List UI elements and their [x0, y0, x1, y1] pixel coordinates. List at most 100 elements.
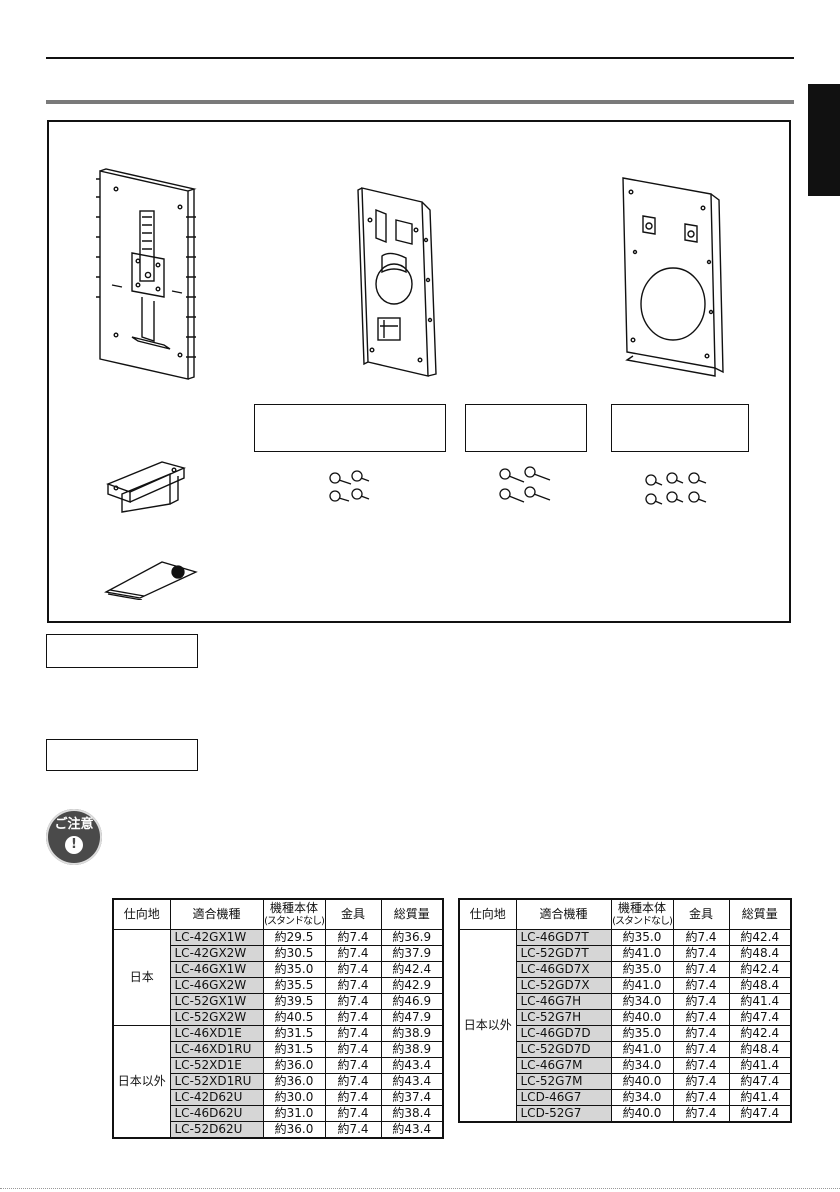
part-label-box-2 [465, 404, 587, 452]
total-weight-cell: 約42.9 [380, 977, 444, 994]
fitting-weight-cell: 約7.4 [672, 1057, 730, 1074]
fitting-weight-cell: 約7.4 [672, 977, 730, 994]
body-weight-cell: 約41.0 [610, 977, 674, 994]
total-weight-cell: 約48.4 [728, 977, 792, 994]
table-header-row: 仕向地 適合機種 機種本体(スタンドなし) 金具 総質量 [112, 898, 444, 930]
fitting-weight-cell: 約7.4 [324, 961, 382, 978]
fitting-weight-cell: 約7.4 [324, 1025, 382, 1042]
body-weight-cell: 約29.5 [262, 929, 326, 946]
fitting-weight-cell: 約7.4 [324, 1057, 382, 1074]
region-cell: 日本 [112, 929, 171, 1026]
body-weight-cell: 約35.5 [262, 977, 326, 994]
body-weight-cell: 約41.0 [610, 1041, 674, 1058]
fitting-weight-cell: 約7.4 [324, 977, 382, 994]
model-cell: LC-52XD1E [169, 1057, 264, 1074]
manual-booklet-drawing [104, 561, 198, 600]
body-weight-cell: 約30.0 [262, 1089, 326, 1106]
body-weight-cell: 約31.0 [262, 1105, 326, 1122]
body-weight-cell: 約34.0 [610, 1089, 674, 1106]
total-weight-cell: 約37.9 [380, 945, 444, 962]
fitting-weight-cell: 約7.4 [324, 1105, 382, 1122]
fitting-weight-cell: 約7.4 [672, 993, 730, 1010]
total-weight-cell: 約48.4 [728, 945, 792, 962]
model-cell: LC-52GX1W [169, 993, 264, 1010]
part-label-box-3 [611, 404, 749, 452]
body-weight-cell: 約31.5 [262, 1041, 326, 1058]
model-cell: LC-52G7H [515, 1009, 612, 1026]
total-weight-cell: 約42.4 [728, 1025, 792, 1042]
total-weight-cell: 約47.4 [728, 1105, 792, 1123]
fitting-weight-cell: 約7.4 [324, 1073, 382, 1090]
model-cell: LC-46GD7D [515, 1025, 612, 1042]
header-total: 総質量 [380, 898, 444, 930]
body-weight-cell: 約35.0 [610, 929, 674, 946]
total-weight-cell: 約42.4 [728, 929, 792, 946]
header-fitting: 金具 [324, 898, 382, 930]
body-weight-cell: 約40.5 [262, 1009, 326, 1026]
model-cell: LC-46GD7X [515, 961, 612, 978]
caution-badge: ご注意 ! [46, 809, 102, 865]
model-cell: LC-52G7M [515, 1073, 612, 1090]
body-weight-cell: 約35.0 [610, 961, 674, 978]
body-weight-cell: 約30.5 [262, 945, 326, 962]
fitting-weight-cell: 約7.4 [324, 1121, 382, 1139]
total-weight-cell: 約46.9 [380, 993, 444, 1010]
total-weight-cell: 約41.4 [728, 1057, 792, 1074]
model-cell: LC-52XD1RU [169, 1073, 264, 1090]
model-cell: LC-52GD7D [515, 1041, 612, 1058]
model-cell: LC-52GD7X [515, 977, 612, 994]
model-cell: LC-52GD7T [515, 945, 612, 962]
total-weight-cell: 約48.4 [728, 1041, 792, 1058]
model-cell: LC-52D62U [169, 1121, 264, 1139]
part-label-box-1 [254, 404, 446, 452]
fitting-weight-cell: 約7.4 [324, 1041, 382, 1058]
top-rule [46, 57, 794, 59]
fitting-weight-cell: 約7.4 [672, 1025, 730, 1042]
body-weight-cell: 約41.0 [610, 945, 674, 962]
screw-set-6-drawing [645, 472, 707, 505]
model-cell: LC-46XD1RU [169, 1041, 264, 1058]
side-tab-marker [808, 84, 840, 196]
body-weight-cell: 約40.0 [610, 1073, 674, 1090]
section-rule [46, 100, 794, 104]
total-weight-cell: 約43.4 [380, 1057, 444, 1074]
model-cell: LC-42GX2W [169, 945, 264, 962]
parts-box [47, 120, 791, 623]
header-fitting: 金具 [672, 898, 730, 930]
model-cell: LC-46GD7T [515, 929, 612, 946]
total-weight-cell: 約38.4 [380, 1105, 444, 1122]
header-region: 仕向地 [458, 898, 517, 930]
fitting-weight-cell: 約7.4 [324, 945, 382, 962]
total-weight-cell: 約47.4 [728, 1073, 792, 1090]
fitting-weight-cell: 約7.4 [672, 1009, 730, 1026]
fitting-weight-cell: 約7.4 [324, 993, 382, 1010]
body-weight-cell: 約40.0 [610, 1009, 674, 1026]
total-weight-cell: 約43.4 [380, 1073, 444, 1090]
model-cell: LC-46GX1W [169, 961, 264, 978]
header-model: 適合機種 [169, 898, 264, 930]
model-cell: LCD-46G7 [515, 1089, 612, 1106]
model-cell: LCD-52G7 [515, 1105, 612, 1123]
total-weight-cell: 約47.4 [728, 1009, 792, 1026]
region-cell: 日本以外 [112, 1025, 171, 1139]
body-weight-cell: 約40.0 [610, 1105, 674, 1123]
total-weight-cell: 約42.4 [728, 961, 792, 978]
model-cell: LC-46D62U [169, 1105, 264, 1122]
